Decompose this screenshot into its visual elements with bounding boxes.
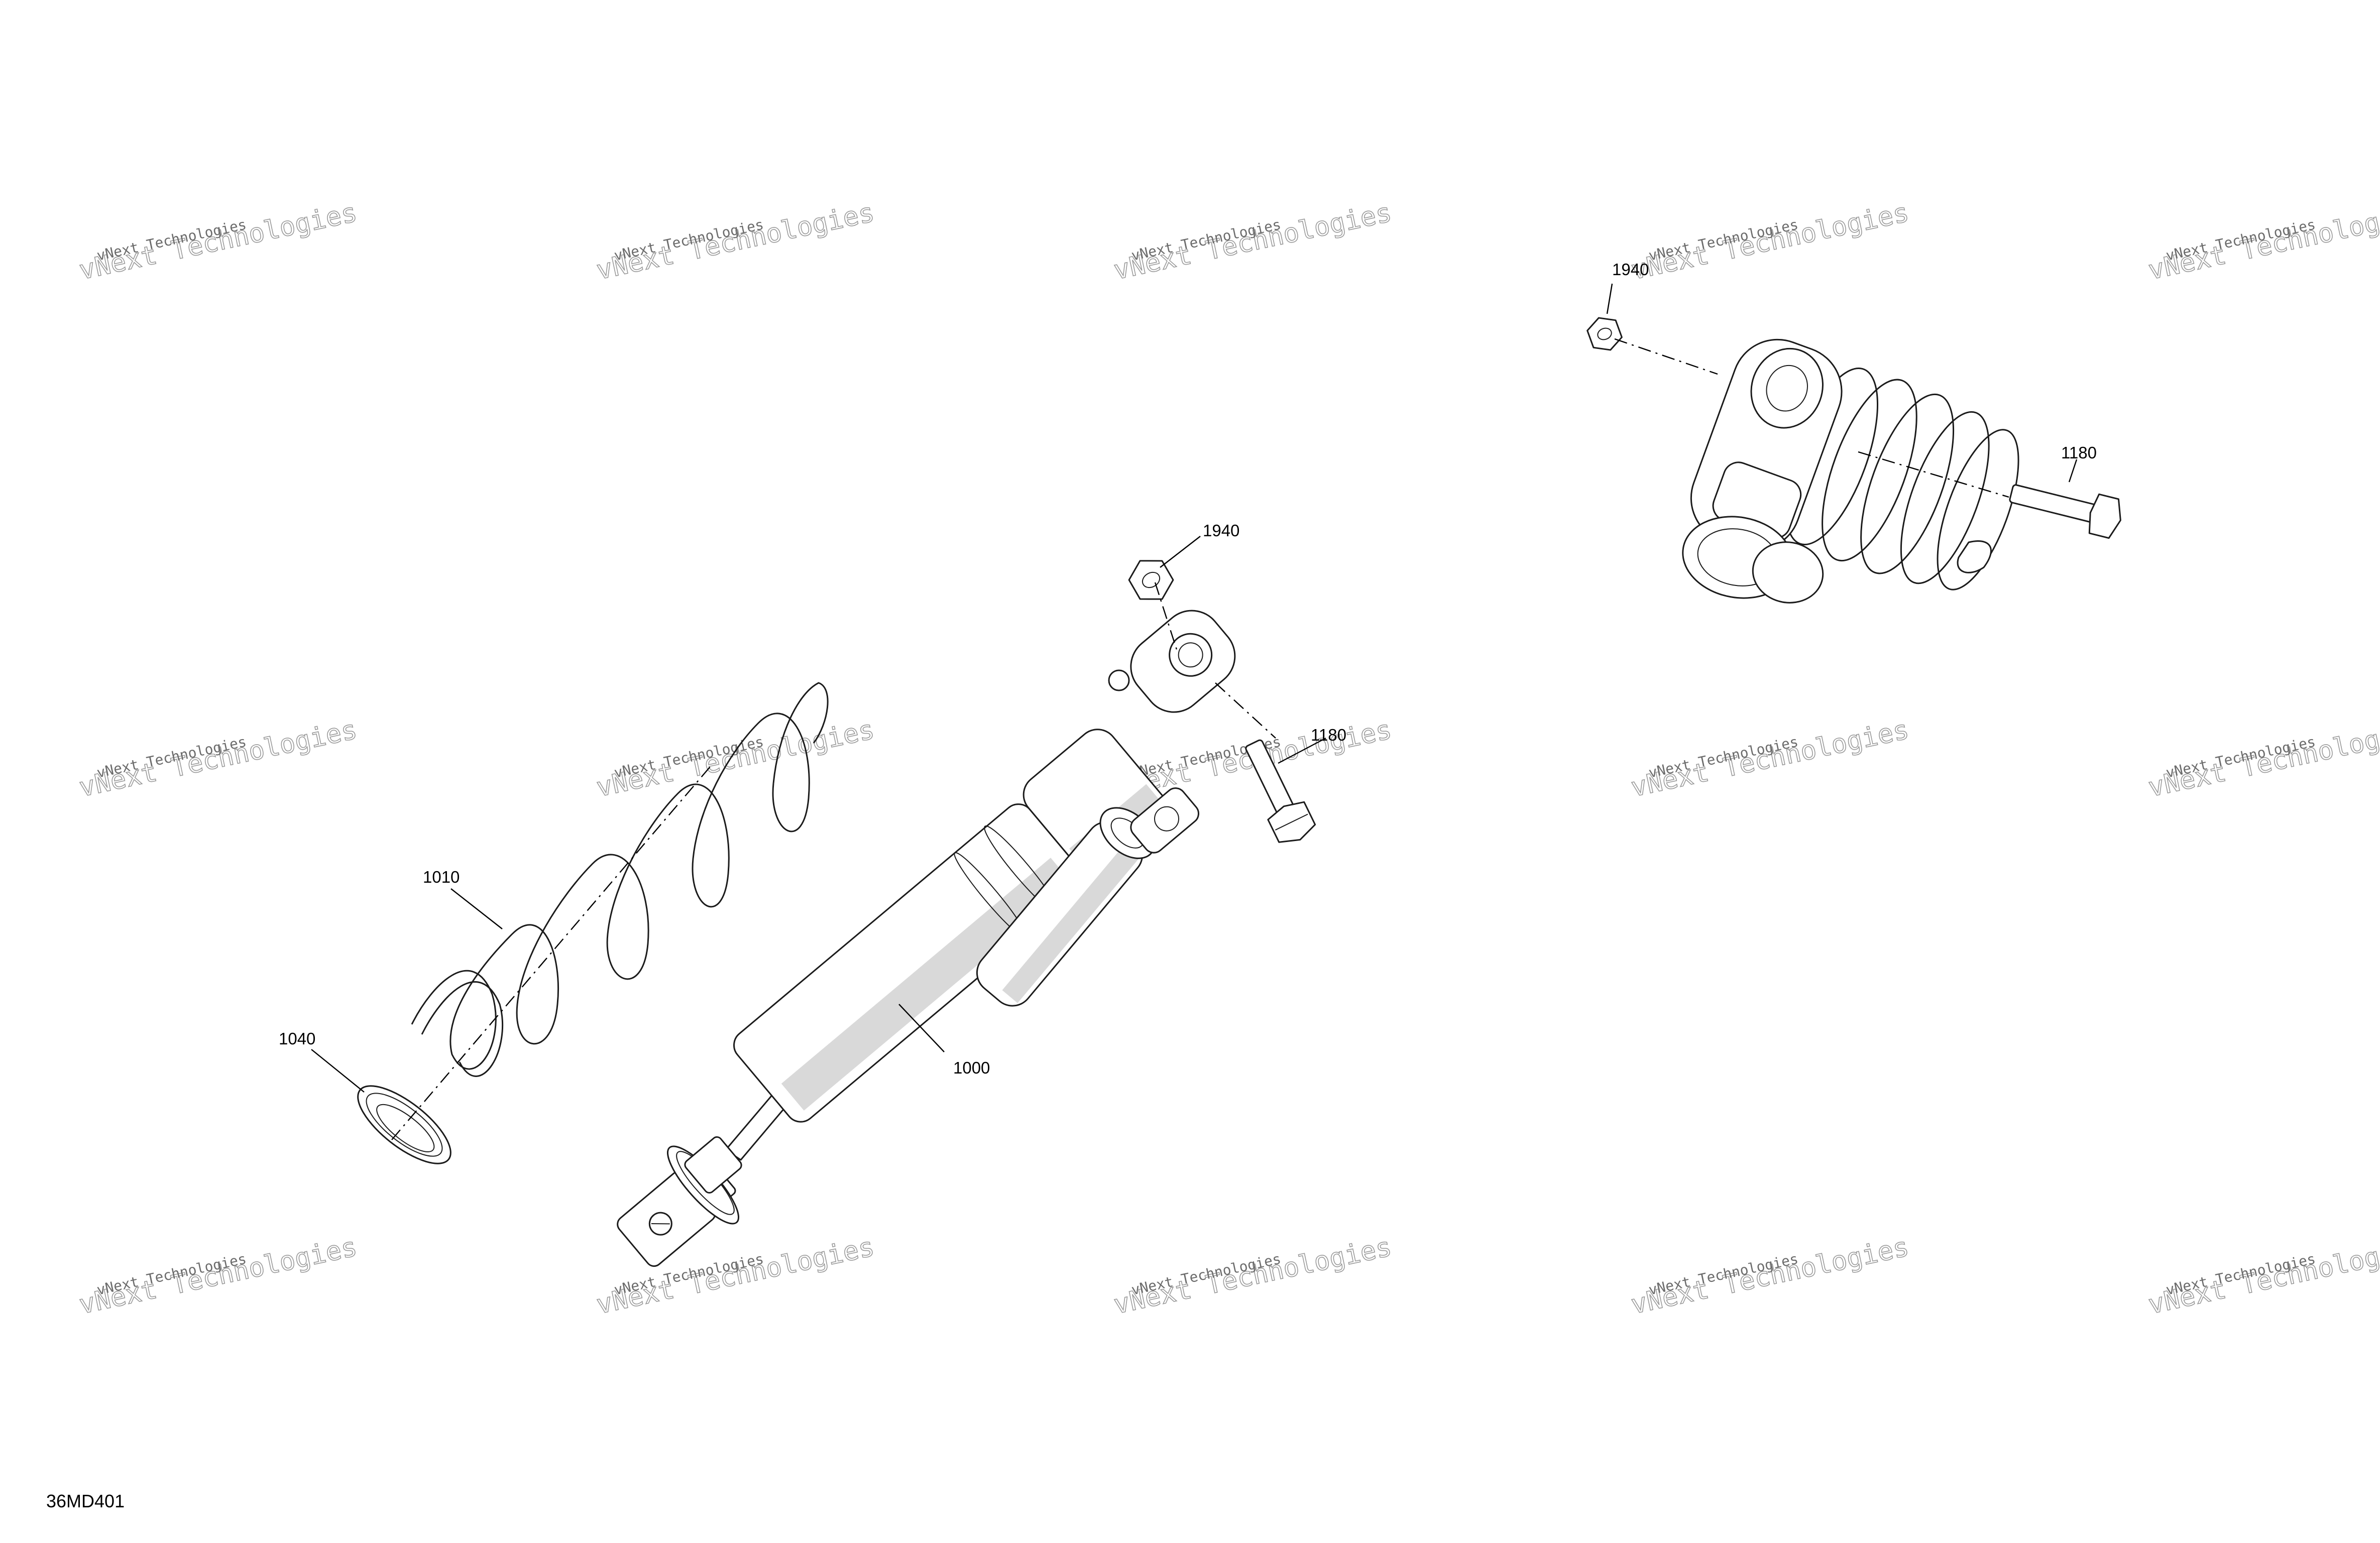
watermark-large-text: vNext Technologies xyxy=(594,197,877,286)
watermark-large-text: vNext Technologies xyxy=(76,197,360,286)
figure-code: 36MD401 xyxy=(46,1491,125,1511)
callout-spring-seat: 1040 xyxy=(279,1029,315,1048)
watermark-large-text: vNext Technologies xyxy=(1628,715,1911,803)
leader-inset-nut xyxy=(1606,283,1613,314)
bolt-axis-lower xyxy=(1215,682,1276,739)
inset-axis-upper xyxy=(1614,338,1718,375)
inset-assembly-view: 1940 1180 xyxy=(1586,260,2121,604)
leader-shock xyxy=(898,1004,945,1052)
callout-spring: 1010 xyxy=(423,868,460,886)
watermark-large-text: vNext Technologies xyxy=(76,715,360,803)
shock-absorber-part xyxy=(617,610,1236,1267)
leader-spring xyxy=(450,888,503,929)
watermark-large-text: vNext Technologies xyxy=(594,715,877,803)
watermark-large-text: vNext Technologies xyxy=(1628,197,1911,286)
watermark-large-text: vNext Technologies xyxy=(1628,1232,1911,1320)
bolt-axis-upper xyxy=(1154,582,1179,653)
inset-nut-part xyxy=(1586,317,1623,351)
shock-absorber-assembly: 1010 1040 1000 1940 1180 xyxy=(279,521,1346,1267)
leader-inset-bolt xyxy=(2068,459,2078,483)
mounting-bolt-part xyxy=(1245,739,1316,843)
watermark-large-text: vNext Technologies xyxy=(1111,1232,1394,1320)
inset-axis-lower xyxy=(1858,451,2009,498)
callout-inset-nut: 1940 xyxy=(1612,260,1649,279)
callout-bolt: 1180 xyxy=(1311,726,1346,744)
watermark-large-text: vNext Technologies xyxy=(1111,197,1394,286)
watermark-large-text: vNext Technologies xyxy=(76,1232,360,1320)
callout-inset-bolt: 1180 xyxy=(2061,443,2097,462)
coil-spring-part xyxy=(411,682,829,1077)
leader-seat xyxy=(311,1049,365,1093)
top-nut-part xyxy=(1128,560,1174,600)
callout-shock-absorber: 1000 xyxy=(953,1058,990,1077)
inset-bolt-part xyxy=(2009,484,2121,539)
callout-nut: 1940 xyxy=(1203,521,1239,540)
spring-axis-line xyxy=(391,763,714,1140)
leader-bolt xyxy=(1278,737,1326,764)
leader-nut xyxy=(1160,536,1201,568)
